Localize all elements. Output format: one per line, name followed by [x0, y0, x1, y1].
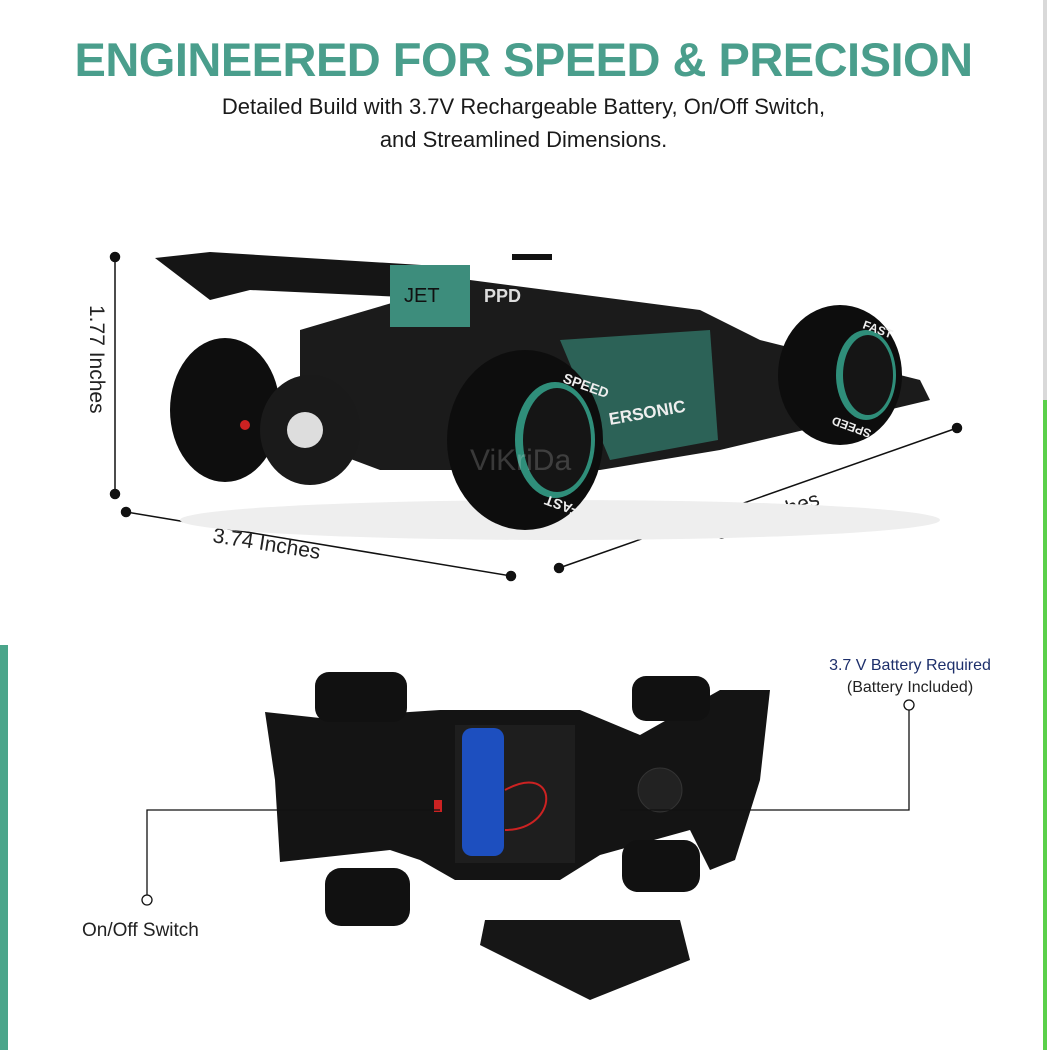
wing-decal: JET [404, 285, 440, 307]
battery-callout: 3.7 V Battery Required (Battery Included… [800, 655, 1020, 699]
rc-car-underside-view [265, 672, 770, 1000]
battery-required-label: 3.7 V Battery Required [829, 657, 991, 674]
dimension-lines [109, 251, 963, 582]
battery-included-label: (Battery Included) [846, 679, 974, 696]
page-title: ENGINEERED FOR SPEED & PRECISION [74, 33, 973, 86]
right-edge-line [1043, 0, 1047, 400]
right-accent-bar [1043, 400, 1047, 1050]
subtitle: Detailed Build with 3.7V Rechargeable Ba… [0, 90, 1047, 156]
height-dimension-label: 1.77 Inches [85, 305, 108, 414]
jet-wing-plate [390, 265, 470, 327]
callout-lines [141, 699, 915, 906]
left-accent-bar [0, 645, 8, 1050]
rc-car-side-view: JET PPD ERSONIC SPEED FAST FAST SPEED [155, 252, 940, 540]
battery [462, 728, 504, 856]
battery-cover [480, 920, 690, 1000]
tag-decal: PPD [484, 286, 521, 306]
switch-callout-label: On/Off Switch [82, 920, 199, 941]
subtitle-line-2: and Streamlined Dimensions. [379, 127, 668, 152]
subtitle-line-1: Detailed Build with 3.7V Rechargeable Ba… [221, 94, 826, 119]
watermark: ViKriDa [470, 444, 571, 477]
